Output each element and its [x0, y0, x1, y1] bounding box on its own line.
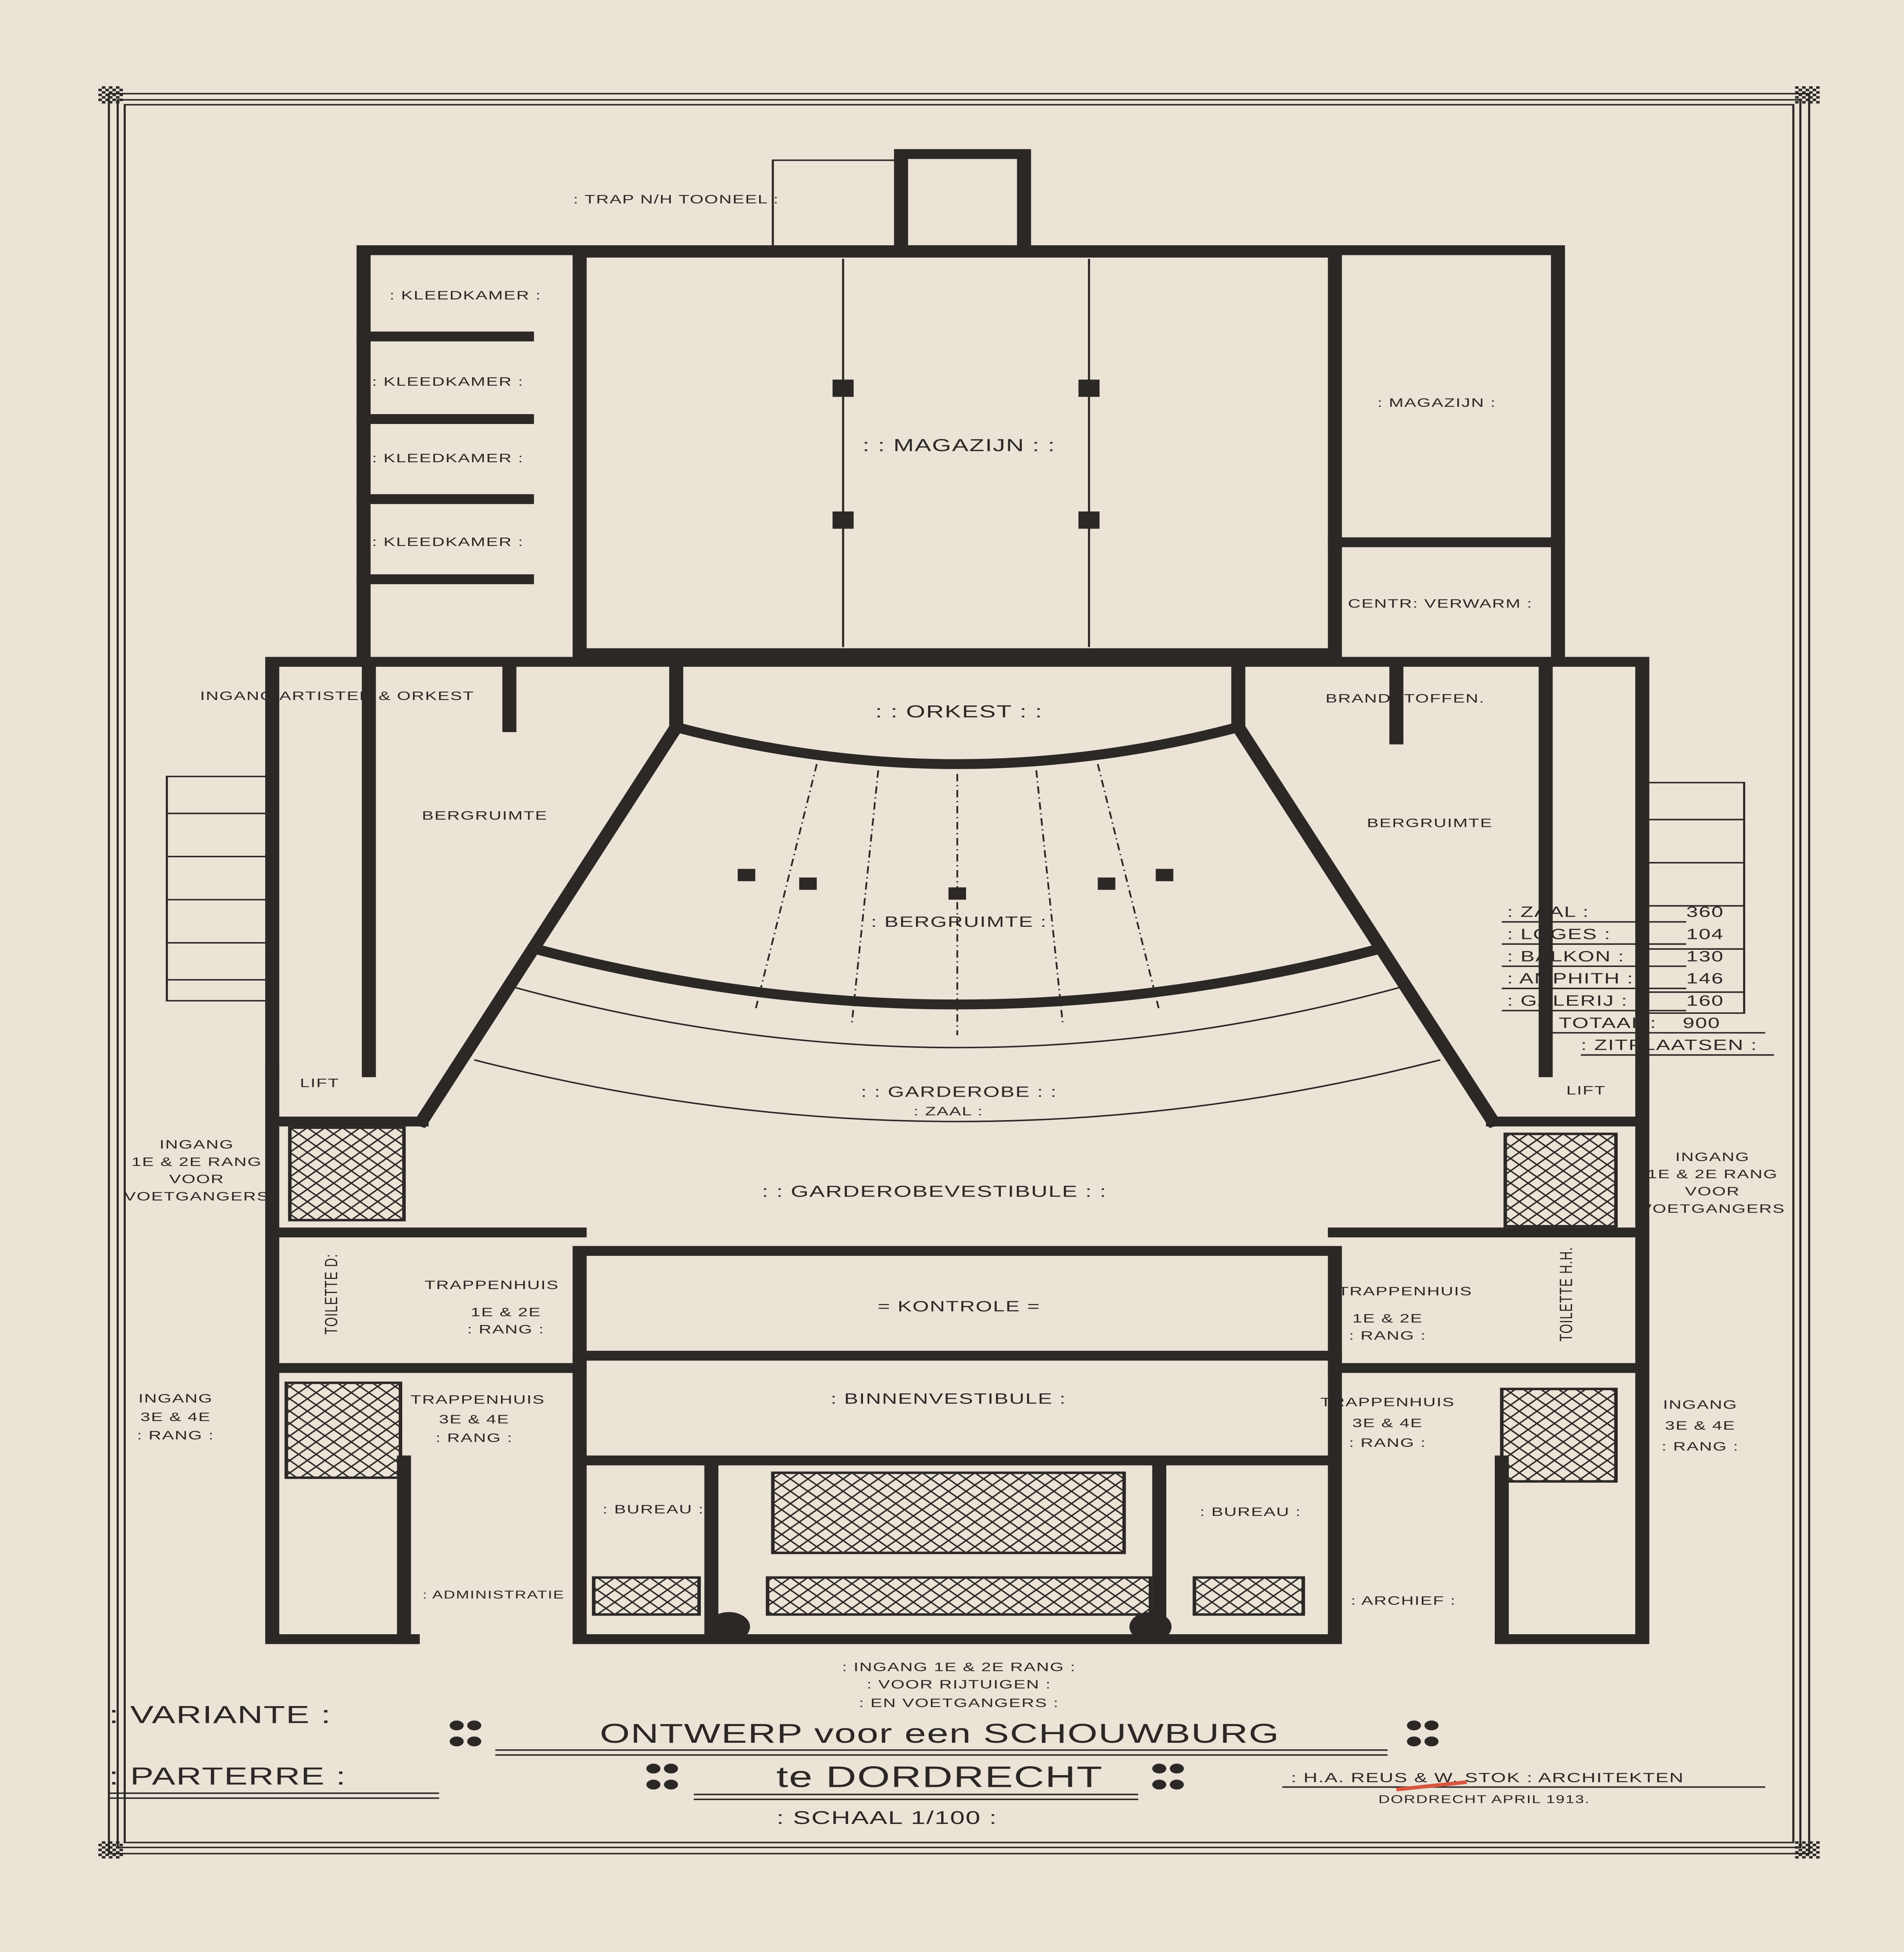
svg-text:: RANG :: : RANG :	[1349, 1329, 1426, 1343]
toilette-d-label: TOILETTE D:	[322, 1254, 341, 1335]
stairs	[166, 775, 1745, 1014]
drawing-location: te DORDRECHT	[776, 1760, 1103, 1793]
administratie-label: : ADMINISTRATIE	[423, 1589, 565, 1601]
bergruimte-right-label: BERGRUIMTE	[1367, 816, 1492, 830]
seat-row-label: : BALKON :	[1507, 948, 1624, 964]
ingang-34-left-label: INGANG 3E & 4E : RANG :	[137, 1392, 214, 1443]
seating-table: : ZAAL : 360 : LOGES : 104 : BALKON : 130 :…	[1501, 904, 1774, 1056]
svg-text:INGANG: INGANG	[159, 1138, 234, 1152]
svg-text:VOETGANGERS: VOETGANGERS	[1640, 1202, 1785, 1216]
svg-text:3E & 4E: 3E & 4E	[1352, 1416, 1423, 1430]
floor-label: : PARTERRE :	[109, 1763, 346, 1790]
ingang-12-right-label: INGANG 1E & 2E RANG VOOR VOETGANGERS	[1640, 1150, 1785, 1216]
seat-row-value: 160	[1686, 992, 1724, 1009]
kontrole-label: = KONTROLE =	[878, 1298, 1041, 1314]
ingang-artisten-label: INGANG ARTISTEN & ORKEST	[200, 689, 474, 703]
architects-label: : H.A. REUS & W. STOK : ARCHITEKTEN	[1291, 1770, 1684, 1785]
walls	[265, 149, 1649, 1644]
room-labels: : TRAP N/H TOONEEL : : KLEEDKAMER : : KL…	[124, 192, 1785, 1710]
seat-total-label: : TOTAAL :	[1546, 1015, 1656, 1031]
main-entrance-label: : INGANG 1E & 2E RANG :: VOOR RIJTUIGEN …	[842, 1660, 1076, 1710]
drawing-date: DORDRECHT APRIL 1913.	[1378, 1793, 1590, 1806]
seat-row-value: 360	[1686, 904, 1724, 920]
svg-text:TRAPPENHUIS: TRAPPENHUIS	[410, 1393, 545, 1407]
trappenhuis-12-right-label: TRAPPENHUIS 1E & 2E : RANG :	[1338, 1284, 1473, 1343]
svg-text:: RANG :: : RANG :	[1349, 1436, 1426, 1450]
svg-text:: INGANG 1E & 2E RANG :: : INGANG 1E & 2E RANG :	[842, 1660, 1076, 1674]
garderobevestibule-label: : : GARDEROBEVESTIBULE : :	[762, 1182, 1107, 1200]
seat-total-value: 900	[1683, 1015, 1720, 1031]
orkest-label: : : ORKEST : :	[875, 702, 1043, 721]
svg-text:TRAPPENHUIS: TRAPPENHUIS	[424, 1278, 559, 1292]
centr-verwarm-label: CENTR: VERWARM :	[1348, 597, 1533, 611]
svg-text:INGANG: INGANG	[1675, 1150, 1750, 1164]
trappenhuis-34-left-label: TRAPPENHUIS 3E & 4E : RANG :	[410, 1393, 545, 1445]
kleedkamer-label: : KLEEDKAMER :	[372, 375, 524, 388]
svg-text:VOETGANGERS: VOETGANGERS	[124, 1190, 269, 1203]
trappenhuis-34-right-label: TRAPPENHUIS 3E & 4E : RANG :	[1320, 1395, 1455, 1450]
seat-row-label: : LOGES :	[1507, 926, 1611, 942]
archief-label: : ARCHIEF :	[1351, 1594, 1456, 1608]
magazijn-right-label: : MAGAZIJN :	[1377, 396, 1496, 410]
svg-text:: RANG :: : RANG :	[137, 1429, 214, 1443]
seat-row-value: 130	[1686, 948, 1724, 964]
svg-text:VOOR: VOOR	[1685, 1185, 1740, 1199]
lift-left-label: LIFT	[300, 1076, 339, 1090]
seat-row-label: : GALERIJ :	[1507, 992, 1628, 1009]
ingang-34-right-label: INGANG 3E & 4E : RANG :	[1662, 1398, 1739, 1453]
seat-row-label: : ZAAL :	[1507, 904, 1589, 920]
lift-right-label: LIFT	[1566, 1084, 1606, 1097]
svg-text:TRAPPENHUIS: TRAPPENHUIS	[1320, 1395, 1455, 1409]
kleedkamer-label: : KLEEDKAMER :	[372, 451, 524, 465]
svg-text:: VOOR RIJTUIGEN :: : VOOR RIJTUIGEN :	[867, 1678, 1052, 1691]
svg-text:: RANG :: : RANG :	[436, 1431, 513, 1445]
svg-text:VOOR: VOOR	[169, 1172, 224, 1186]
ornament-dots	[449, 1720, 1439, 1790]
svg-text:INGANG: INGANG	[138, 1392, 213, 1405]
seat-unit-label: : ZITPLAATSEN :	[1581, 1037, 1757, 1053]
title-block: : VARIANTE : : PARTERRE : ONTWERP voor e…	[109, 1701, 1765, 1828]
svg-text:3E & 4E: 3E & 4E	[439, 1413, 510, 1427]
svg-text:1E & 2E RANG: 1E & 2E RANG	[1647, 1167, 1778, 1181]
svg-text:1E & 2E RANG: 1E & 2E RANG	[132, 1155, 262, 1169]
brandstoffen-label: BRANDSTOFFEN.	[1325, 692, 1485, 705]
variant-label: : VARIANTE :	[109, 1701, 332, 1728]
svg-text:: EN VOETGANGERS :: : EN VOETGANGERS :	[859, 1696, 1059, 1710]
svg-text:1E & 2E: 1E & 2E	[471, 1305, 541, 1319]
garderobe-label: : : GARDEROBE : :	[861, 1084, 1057, 1100]
toilette-hh-label: TOILETTE H.H.	[1556, 1247, 1576, 1341]
magazijn-center-label: : : MAGAZIJN : :	[863, 436, 1055, 455]
svg-text:3E & 4E: 3E & 4E	[1665, 1419, 1736, 1432]
kleedkamer-label: : KLEEDKAMER :	[390, 289, 542, 303]
bergruimte-left-label: BERGRUIMTE	[422, 809, 547, 823]
svg-text:1E & 2E: 1E & 2E	[1352, 1312, 1423, 1325]
ingang-12-left-label: INGANG 1E & 2E RANG VOOR VOETGANGERS	[124, 1138, 269, 1204]
trappenhuis-12-left-label: TRAPPENHUIS 1E & 2E : RANG :	[424, 1278, 559, 1336]
bergruimte-center-label: : BERGRUIMTE :	[871, 914, 1047, 930]
seat-row-value: 104	[1686, 926, 1724, 942]
svg-text:: RANG :: : RANG :	[1662, 1440, 1739, 1453]
svg-text:INGANG: INGANG	[1663, 1398, 1738, 1412]
bureau-right-label: : BUREAU :	[1200, 1505, 1301, 1519]
sheet-border	[98, 86, 1820, 1859]
trap-toneel-label: : TRAP N/H TOONEEL :	[573, 192, 779, 206]
svg-text:3E & 4E: 3E & 4E	[140, 1410, 211, 1424]
svg-text:TRAPPENHUIS: TRAPPENHUIS	[1338, 1284, 1473, 1298]
seat-row-label: : AMPHITH :	[1507, 970, 1634, 987]
drawing-title: ONTWERP voor een SCHOUWBURG	[600, 1719, 1280, 1749]
kleedkamer-label: : KLEEDKAMER :	[372, 535, 524, 549]
svg-text:: RANG :: : RANG :	[467, 1323, 545, 1336]
zaal-label: : ZAAL :	[914, 1104, 984, 1118]
binnenvestibule-label: : BINNENVESTIBULE :	[831, 1391, 1066, 1407]
scale-label: : SCHAAL 1/100 :	[777, 1808, 998, 1828]
bureau-left-label: : BUREAU :	[603, 1503, 704, 1516]
seat-row-value: 146	[1686, 970, 1724, 987]
hatched-areas	[284, 1126, 1618, 1616]
